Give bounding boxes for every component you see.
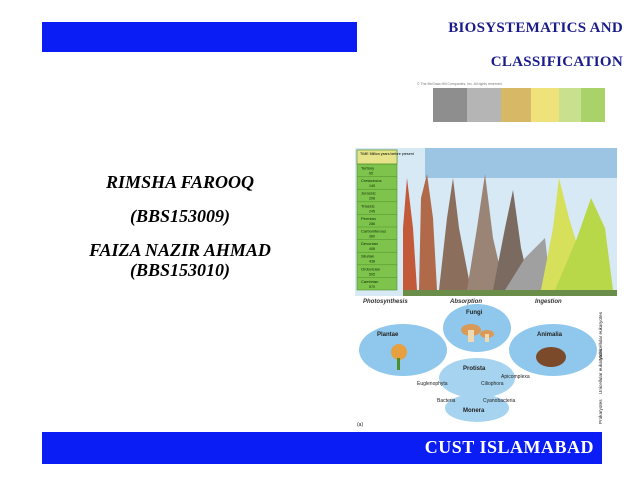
period-mya: 245: [369, 209, 375, 213]
author-2-name: FAIZA NAZIR AHMAD: [89, 240, 271, 260]
period-mya: 65: [369, 172, 373, 176]
ingestion-label: Ingestion: [535, 299, 562, 305]
wombat-icon: [536, 347, 566, 367]
period-mya: 505: [369, 272, 375, 276]
animalia-label: Animalia: [537, 332, 563, 338]
author-1-name: RIMSHA FAROOQ: [106, 172, 254, 192]
plantae-label: Plantae: [377, 332, 399, 338]
period-name: Permian: [361, 216, 376, 221]
panel-label: (a): [357, 422, 363, 428]
author-1-id: (BBS153009): [129, 206, 230, 226]
title-line-1: BIOSYSTEMATICS AND: [448, 20, 623, 36]
period-name: Cretaceous: [361, 178, 381, 183]
period-name: Tertiary: [361, 166, 374, 171]
period-name: Silurian: [361, 254, 374, 259]
geologic-timeline: TIME Million years before present Tertia…: [356, 149, 414, 291]
period-mya: 208: [369, 197, 375, 201]
period-mya: 145: [369, 184, 375, 188]
apicomplexa-label: Apicomplexa: [501, 374, 530, 380]
period-mya: 286: [369, 222, 375, 226]
phylogeny-illustration: © The McGraw-Hill Companies, Inc. All ri…: [355, 82, 617, 428]
period-name: Carboniferous: [361, 229, 386, 234]
cyanobacteria-label: Cyanobacteria: [483, 398, 515, 404]
period-mya: 570: [369, 285, 375, 289]
bacteria-label: Bacteria: [437, 398, 456, 404]
period-name: Cambrian: [361, 279, 378, 284]
prokaryotes-label: Prokaryotes: [598, 399, 603, 424]
period-name: Ordovician: [361, 266, 380, 271]
time-header: TIME Million years before present: [360, 152, 414, 156]
five-kingdoms-diagram: Fungi Plantae Animalia Protista Monera A…: [357, 304, 603, 428]
author-2-id: (BBS153010): [129, 260, 230, 280]
lineage-branches: [403, 174, 617, 296]
photosynthesis-label: Photosynthesis: [363, 299, 408, 305]
period-mya: 438: [369, 260, 375, 264]
top-group-labels: [433, 88, 605, 122]
period-name: Devonian: [361, 241, 378, 246]
unicellular-label: Unicellular eukaryotes: [598, 348, 603, 394]
euglenophyta-label: Euglenophyta: [417, 381, 448, 387]
monera-label: Monera: [463, 408, 485, 414]
copyright-text: © The McGraw-Hill Companies, Inc. All ri…: [417, 82, 503, 86]
multicellular-label: Multicellular eukaryotes: [598, 311, 603, 360]
classification-figure: © The McGraw-Hill Companies, Inc. All ri…: [355, 78, 617, 428]
absorption-label: Absorption: [449, 299, 482, 305]
nutrition-mode-labels: Photosynthesis Absorption Ingestion: [363, 299, 562, 305]
period-name: Jurassic: [361, 191, 376, 196]
top-blue-bar: [42, 22, 357, 52]
bottom-blue-bar: CUST ISLAMABAD: [42, 432, 602, 464]
period-mya: 360: [369, 235, 375, 239]
fungi-label: Fungi: [466, 310, 483, 316]
period-mya: 408: [369, 247, 375, 251]
title-line-2: CLASSIFICATION: [490, 54, 623, 70]
period-name: Triassic: [361, 203, 375, 208]
author-block: RIMSHA FAROOQ (BBS153009) FAIZA NAZIR AH…: [60, 172, 300, 294]
footer-text: CUST ISLAMABAD: [424, 437, 594, 457]
flower-icon: [391, 344, 407, 360]
ciliophora-label: Ciliophora: [481, 381, 504, 387]
protista-label: Protista: [463, 366, 486, 372]
